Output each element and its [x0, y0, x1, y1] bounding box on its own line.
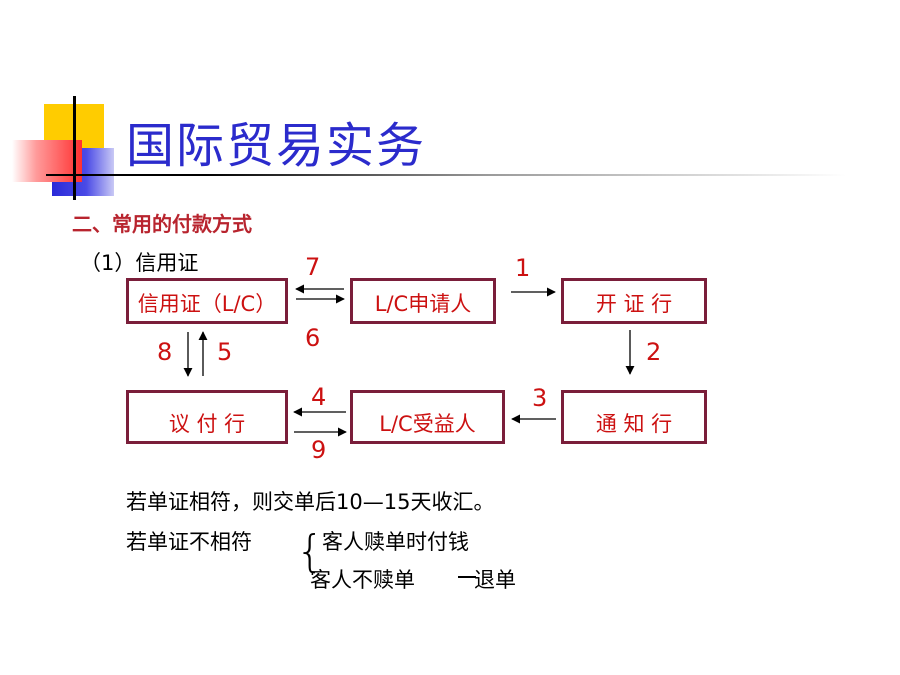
item-label: （1）信用证 — [80, 251, 199, 275]
note-option-pay: 客人赎单时付钱 — [322, 530, 469, 554]
brace-icon: { — [296, 526, 324, 577]
step-number-3: 3 — [532, 384, 548, 412]
step-number-4: 4 — [311, 383, 327, 411]
note-documents-match: 若单证相符，则交单后10—15天收汇。 — [126, 490, 495, 514]
box-negotiating-bank: 议 付 行 — [126, 390, 288, 444]
box-beneficiary: L/C受益人 — [350, 390, 505, 444]
title-underline — [46, 174, 846, 176]
dash-connector — [458, 576, 476, 578]
note-documents-mismatch: 若单证不相符 — [126, 530, 252, 554]
box-letter-of-credit: 信用证（L/C） — [126, 278, 288, 324]
note-option-no-redeem: 客人不赎单 — [310, 568, 415, 592]
step-number-6: 6 — [305, 324, 321, 352]
box-applicant: L/C申请人 — [350, 278, 496, 324]
section-heading: 二、常用的付款方式 — [72, 212, 252, 236]
step-number-7: 7 — [305, 253, 321, 281]
note-option-return: 退单 — [474, 568, 516, 592]
step-number-5: 5 — [217, 338, 233, 366]
slide-title: 国际贸易实务 — [126, 118, 427, 174]
step-number-2: 2 — [646, 338, 662, 366]
decor-vertical-line — [73, 96, 76, 200]
step-number-9: 9 — [311, 436, 327, 464]
box-advising-bank: 通 知 行 — [561, 390, 707, 444]
step-number-1: 1 — [515, 254, 531, 282]
box-issuing-bank: 开 证 行 — [561, 278, 707, 324]
step-number-8: 8 — [157, 338, 173, 366]
